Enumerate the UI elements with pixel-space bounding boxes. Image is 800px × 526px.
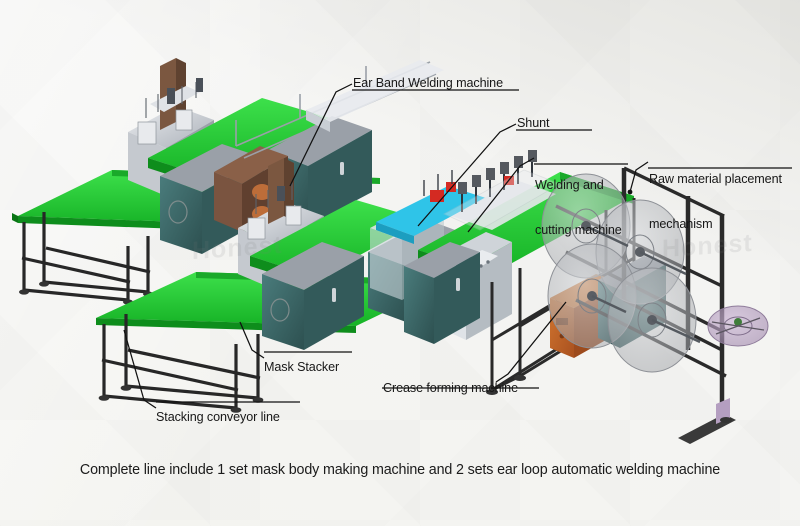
nose-wire-reel <box>707 305 769 347</box>
label-ear-band-welding-machine: Ear Band Welding machine <box>353 76 503 90</box>
cabinet-crease-forming <box>404 242 480 344</box>
label-underlines <box>156 89 792 403</box>
label-welding-and-cutting-machine-line1: Welding and <box>535 178 604 192</box>
label-raw-material-placement-mechanism: Raw material placement mechanism <box>649 142 782 262</box>
label-raw-material-placement-mechanism-line1: Raw material placement <box>649 172 782 186</box>
label-mask-stacker: Mask Stacker <box>264 360 340 374</box>
leader-crease-forming-machine <box>495 301 567 383</box>
raw-material-rack <box>541 166 769 444</box>
leader-shunt <box>417 123 517 227</box>
leader-stacking-conveyor-line <box>123 329 157 409</box>
label-welding-and-cutting-machine-line2: cutting machine <box>535 223 622 237</box>
label-shunt: Shunt <box>517 116 550 130</box>
cabinet-teal-b1 <box>262 242 364 350</box>
leader-mask-stacker <box>239 321 265 359</box>
label-stacking-conveyor-line: Stacking conveyor line <box>156 410 280 424</box>
leader-dots <box>627 189 633 195</box>
conveyor-frame-upper <box>21 212 151 302</box>
conveyor-feet-lower <box>98 385 264 413</box>
leader-ear-band-welding-machine <box>289 83 353 187</box>
shunt-head <box>423 170 456 202</box>
label-raw-material-placement-mechanism-line2: mechanism <box>649 217 713 231</box>
label-crease-forming-machine: Crease forming machine <box>383 381 518 395</box>
reel-shafts <box>585 224 701 344</box>
conveyor-frame-lower <box>101 314 261 410</box>
label-welding-and-cutting-machine: Welding and cutting machine <box>535 148 622 268</box>
leader-lines <box>123 83 649 409</box>
rack-base <box>678 398 736 444</box>
caption-text: Complete line include 1 set mask body ma… <box>79 462 721 478</box>
leader-raw-material-placement-mechanism <box>629 161 649 193</box>
leader-welding-and-cutting-machine <box>467 157 535 233</box>
